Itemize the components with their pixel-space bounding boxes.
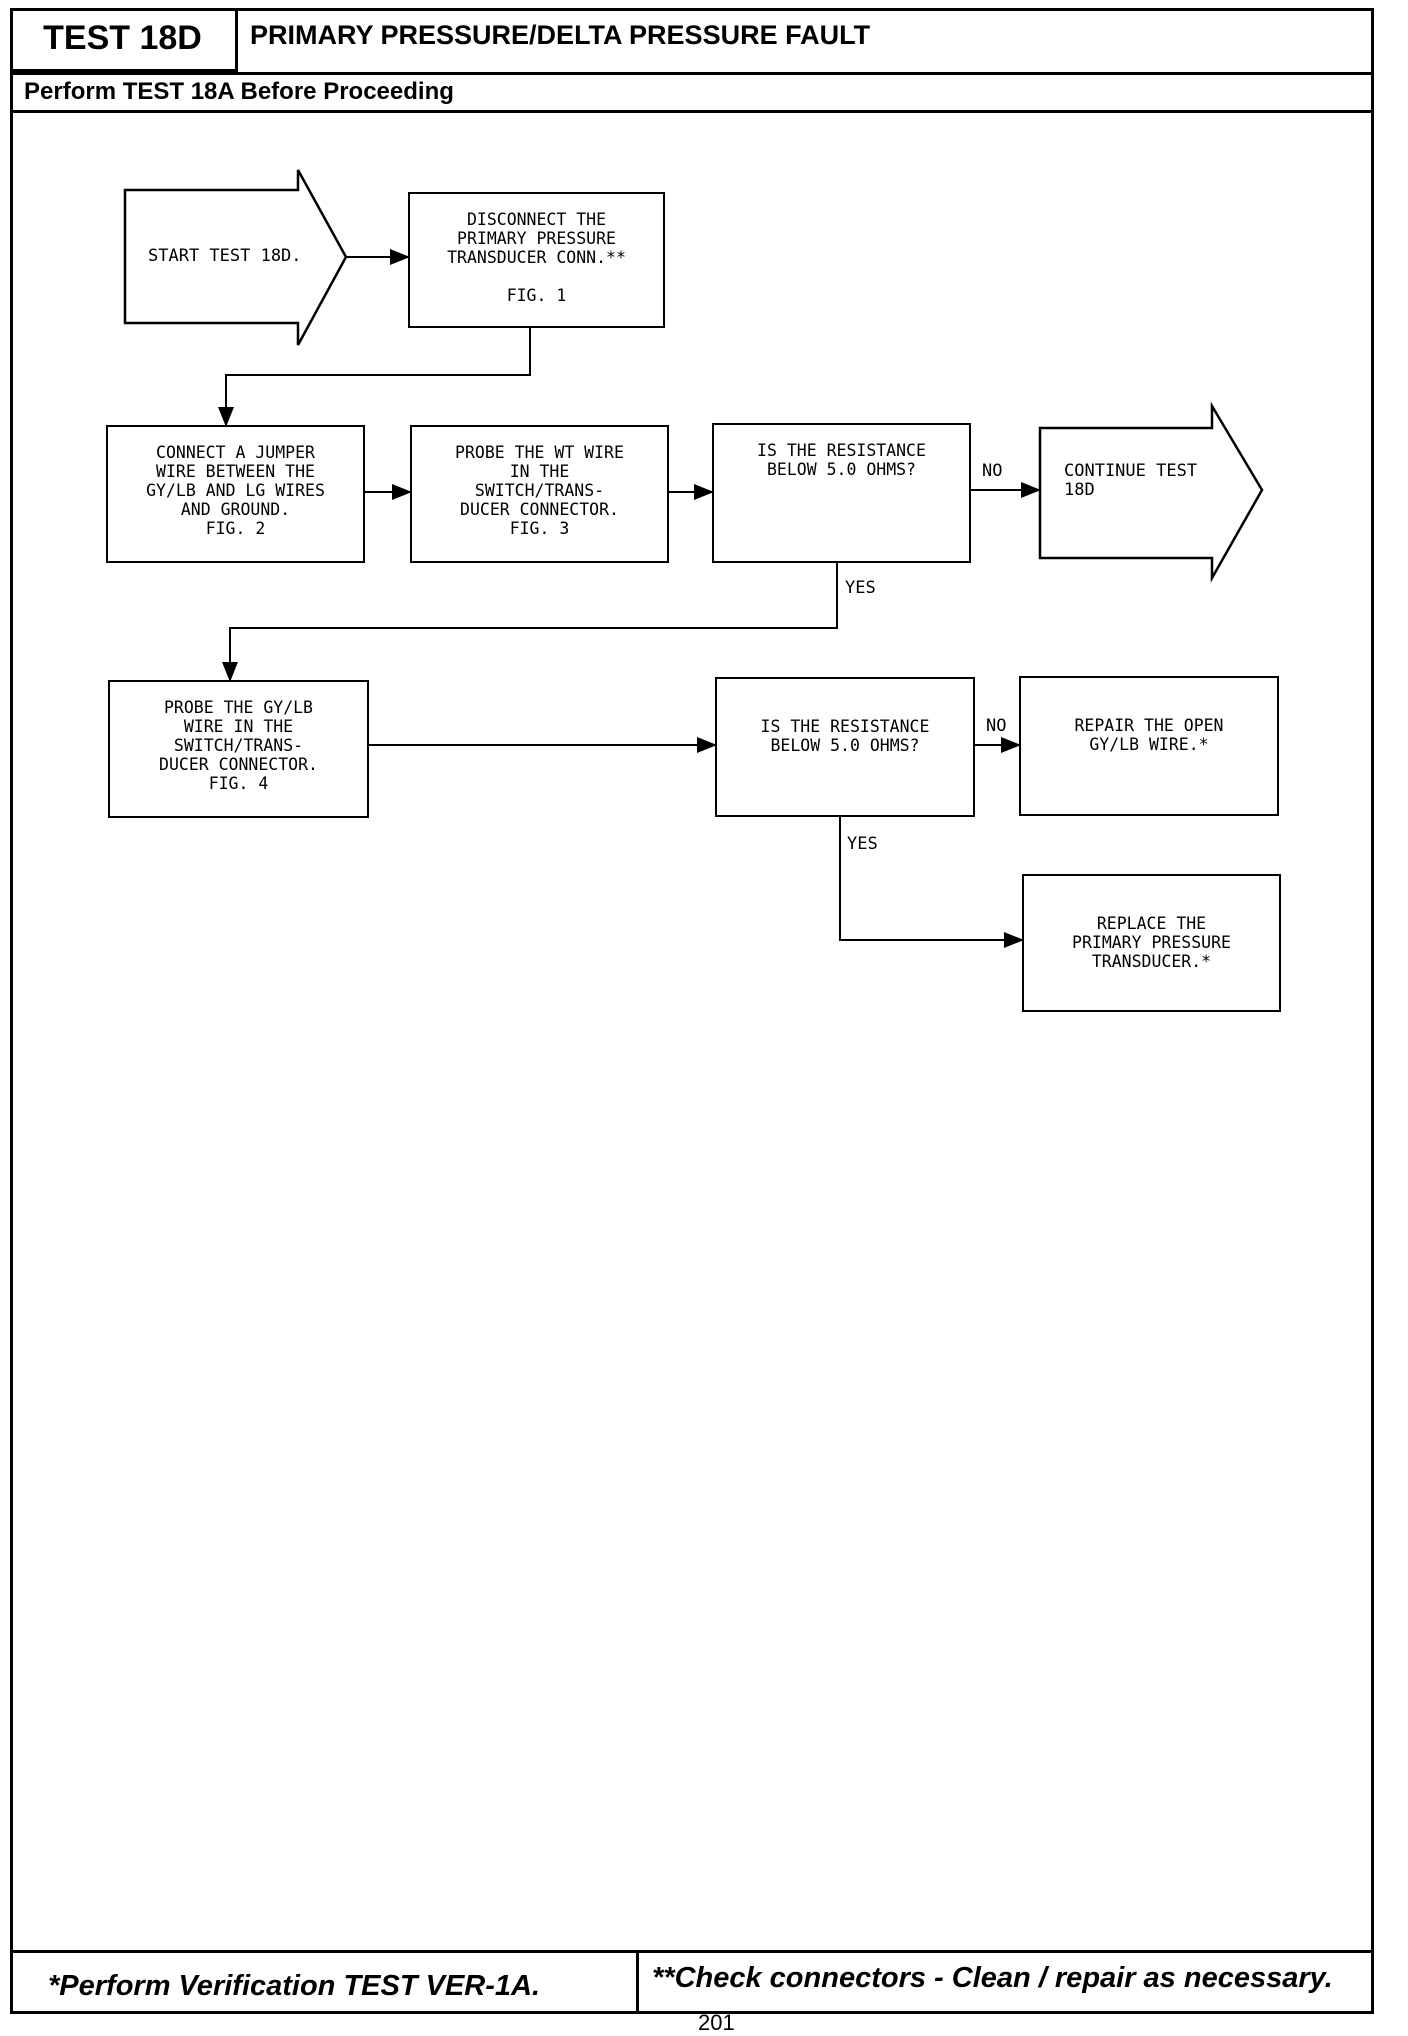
continue-node: CONTINUE TEST 18D	[1064, 461, 1198, 500]
decision-2-node: IS THE RESISTANCE BELOW 5.0 OHMS?	[715, 677, 975, 817]
page-number: 201	[698, 2010, 735, 2035]
repair-node: REPAIR THE OPEN GY/LB WIRE.*	[1019, 676, 1279, 816]
header-divider-2	[10, 110, 1374, 113]
footer-note-right: **Check connectors - Clean / repair as n…	[652, 1962, 1333, 1994]
start-arrow-shape	[123, 169, 348, 346]
start-node: START TEST 18D.	[148, 246, 302, 266]
page-frame	[10, 8, 1374, 2014]
decision-1-node: IS THE RESISTANCE BELOW 5.0 OHMS?	[712, 423, 971, 563]
page-title: PRIMARY PRESSURE/DELTA PRESSURE FAULT	[250, 20, 871, 50]
continue-arrow-shape	[1038, 401, 1264, 583]
disconnect-node: DISCONNECT THE PRIMARY PRESSURE TRANSDUC…	[408, 192, 665, 328]
decision-1-no-label: NO	[982, 461, 1003, 481]
page-subtitle: Perform TEST 18A Before Proceeding	[24, 78, 454, 105]
footer-divider	[10, 1950, 1374, 1953]
decision-2-no-label: NO	[986, 716, 1007, 736]
replace-node: REPLACE THE PRIMARY PRESSURE TRANSDUCER.…	[1022, 874, 1281, 1012]
decision-2-yes-label: YES	[847, 834, 878, 854]
jumper-node: CONNECT A JUMPER WIRE BETWEEN THE GY/LB …	[106, 425, 365, 563]
probe-wt-node: PROBE THE WT WIRE IN THE SWITCH/TRANS- D…	[410, 425, 669, 563]
test-id: TEST 18D	[10, 8, 238, 72]
footer-note-left: *Perform Verification TEST VER-1A.	[48, 1970, 541, 2002]
header-divider	[10, 72, 1374, 75]
probe-gylb-node: PROBE THE GY/LB WIRE IN THE SWITCH/TRANS…	[108, 680, 369, 818]
footer-column-divider	[636, 1950, 639, 2014]
decision-1-yes-label: YES	[845, 578, 876, 598]
